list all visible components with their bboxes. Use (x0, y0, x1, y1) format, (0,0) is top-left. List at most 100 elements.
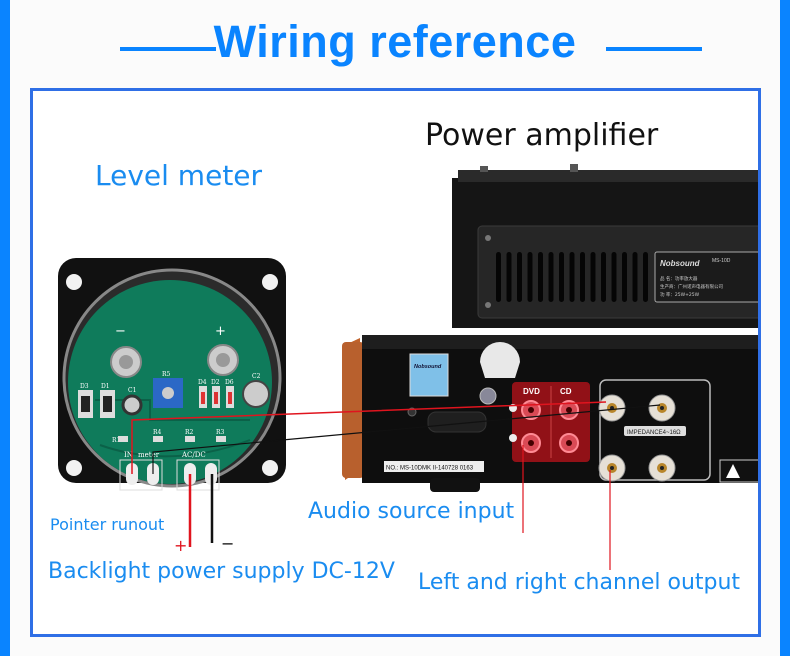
power-terminal-box (176, 459, 220, 491)
amplifier-top-unit: Nobsound MS-10D 品 名：功率放大器 生产商：广州诺声电器有限公司… (452, 164, 758, 328)
signal-terminal-box (119, 459, 163, 491)
vent-slot (611, 252, 617, 302)
wiring-illustration: Nobsound MS-10D 品 名：功率放大器 生产商：广州诺声电器有限公司… (58, 164, 758, 570)
vent-slot (632, 252, 638, 302)
pcb-component-label: D3 (80, 383, 89, 390)
amplifier-rear-unit: Nobsound DVD CD IMPEDANCE4~16Ω (342, 335, 758, 492)
amp-foot (430, 478, 480, 492)
pcb-minus-label: − (115, 324, 126, 339)
ce-mark-icon (479, 387, 497, 405)
pcb-terminal-plus: + (128, 491, 134, 499)
right-accent-bar (780, 0, 790, 656)
left-accent-bar (0, 0, 10, 656)
pcb-component-label: D6 (225, 379, 234, 386)
amp-spec-line: 生产商：广州诺声电器有限公司 (660, 283, 723, 290)
vent-slot (559, 252, 564, 302)
vent-slot (580, 252, 585, 302)
sticker-brand-text: Nobsound (414, 364, 442, 370)
vent-slot (643, 252, 648, 302)
pcb-component-label: C2 (252, 373, 261, 380)
label-channel-output: Left and right channel output (418, 570, 741, 595)
power-socket (427, 411, 487, 433)
amp-rear-top-edge (362, 335, 758, 349)
amp-brand-text: Nobsound (660, 259, 701, 268)
label-level-meter: Level meter (95, 159, 263, 192)
pcb-plus-label: + (215, 324, 226, 339)
vent-slot (517, 252, 522, 302)
vent-slot (538, 252, 543, 302)
impedance-label: IMPEDANCE4~16Ω (627, 430, 681, 436)
amp-top-foot (570, 164, 578, 172)
vent-slots (496, 252, 648, 302)
resistor-r4 (153, 436, 163, 442)
speaker-binding-post (598, 394, 626, 422)
impedance-label-plate (624, 426, 686, 436)
pcb-component-label: C1 (128, 387, 136, 394)
vent-slot (569, 252, 575, 302)
warning-plate (719, 459, 758, 483)
label-minus-sign: − (221, 534, 235, 553)
label-plus-sign: + (174, 536, 188, 555)
vent-slot (590, 252, 596, 302)
vent-slot (496, 252, 501, 302)
amp-model-text: MS-10D (712, 258, 731, 264)
label-audio-source-input: Audio source input (308, 499, 515, 524)
pcb-voltage-label: 6V-12V (182, 492, 204, 499)
serial-label: NO.: MS-10DMK II-140728 0163 (386, 466, 474, 472)
speaker-binding-post (598, 454, 626, 482)
pcb-component-label: R5 (162, 371, 171, 378)
page-title: Wiring reference (213, 16, 577, 67)
vent-slot (601, 252, 606, 302)
label-pointer-runout: Pointer runout (50, 515, 165, 534)
pcb-component-label: D1 (101, 383, 110, 390)
pcb-component-label: R1 (112, 437, 120, 444)
capacitor-c1 (121, 394, 143, 416)
serial-plate (384, 461, 484, 472)
amp-top-foot (480, 166, 488, 172)
wood-side-panel-face (342, 342, 364, 478)
pcb-terminal-minus: − (150, 491, 156, 499)
pcb-component-label: R3 (216, 429, 225, 436)
speaker-terminal-panel (599, 379, 711, 481)
pcb-in-label: IN (124, 451, 133, 459)
warning-icon (726, 464, 740, 478)
channel-marker-r (509, 434, 517, 442)
amp-spec-line: 功 率：25W+25W (660, 291, 700, 298)
resistor-r1 (118, 436, 128, 442)
vent-slot (622, 252, 627, 302)
mounting-hole (262, 274, 278, 290)
pcb-component-label: D2 (211, 379, 220, 386)
mounting-hole (262, 460, 278, 476)
title-rule-right (606, 47, 702, 51)
pcb-component-label: R4 (153, 429, 162, 436)
pcb-component-label: D4 (198, 379, 207, 386)
warranty-seal (480, 342, 520, 378)
pcb-component-label: R2 (185, 429, 194, 436)
speaker-binding-post (648, 394, 676, 422)
input-label-cd: CD (560, 387, 572, 396)
amp-sticker (409, 353, 449, 397)
vent-slot (527, 252, 533, 302)
vent-slot (548, 252, 554, 302)
diagram-frame: Nobsound MS-10D 品 名：功率放大器 生产商：广州诺声电器有限公司… (30, 88, 761, 637)
capacitor-c2 (242, 380, 270, 408)
label-power-amplifier: Power amplifier (425, 118, 659, 153)
wires (131, 401, 661, 570)
label-backlight-power: Backlight power supply DC-12V (48, 559, 395, 584)
speaker-binding-post (648, 454, 676, 482)
vent-slot (506, 252, 512, 302)
pcb-meter-label: meter (138, 451, 160, 459)
title-rule-left (120, 47, 216, 51)
amp-spec-line: 品 名：功率放大器 (660, 275, 698, 282)
screw-icon (485, 235, 491, 241)
screw-icon (485, 302, 491, 308)
wire-signal-negative (152, 404, 661, 474)
amp-nameplate (654, 251, 758, 303)
mounting-hole (66, 274, 82, 290)
wire-signal-positive (131, 401, 607, 474)
mounting-hole (66, 460, 82, 476)
resistor-r3 (216, 436, 226, 442)
amp-top-lid (458, 170, 758, 182)
resistor-r2 (185, 436, 195, 442)
